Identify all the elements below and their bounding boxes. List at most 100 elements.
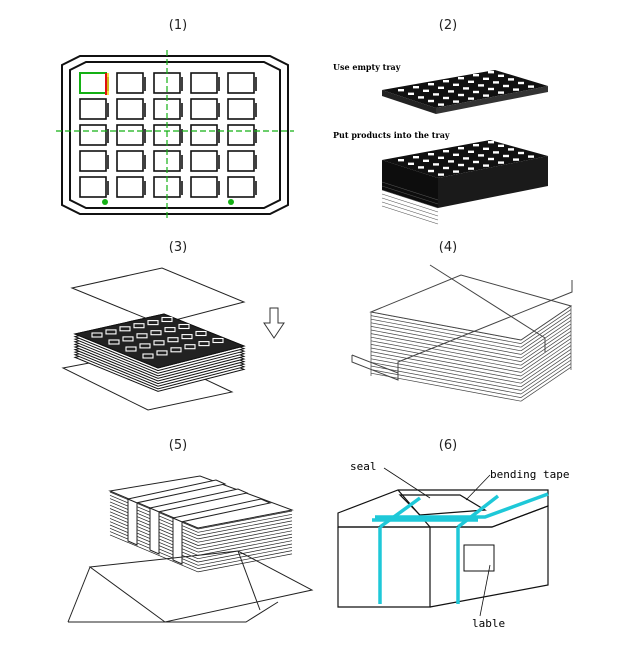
strap-band-top bbox=[171, 498, 272, 523]
tray-hole bbox=[493, 151, 499, 154]
stack-cell bbox=[133, 323, 145, 329]
stack-line-front bbox=[370, 340, 522, 370]
tray-hole bbox=[498, 144, 504, 147]
shipping-box bbox=[67, 550, 314, 623]
tray-cell bbox=[227, 72, 255, 94]
tray-hole bbox=[503, 84, 509, 88]
stack-cell bbox=[142, 353, 154, 359]
tray-hole bbox=[408, 162, 414, 165]
stack-cell bbox=[164, 327, 176, 333]
stack-layer-line bbox=[381, 193, 439, 213]
stack-line-front bbox=[370, 369, 522, 398]
tray-cell bbox=[227, 124, 255, 146]
stack-line-front bbox=[370, 365, 522, 395]
tray-hole bbox=[423, 159, 429, 162]
tray-hole bbox=[498, 91, 504, 94]
tray-hole bbox=[488, 141, 494, 144]
tray-hole bbox=[423, 89, 429, 92]
tray-hole bbox=[483, 147, 489, 150]
step-2-label: (2) bbox=[438, 18, 458, 33]
stack-line-side bbox=[520, 316, 572, 352]
tray-cell bbox=[190, 98, 218, 120]
tray-hole bbox=[488, 157, 494, 161]
stack-line-side bbox=[197, 527, 293, 546]
label-use-empty-tray: Use empty tray bbox=[333, 62, 401, 72]
tray-cell bbox=[116, 176, 144, 198]
stack-line-side bbox=[197, 533, 293, 553]
tray-cell bbox=[190, 72, 218, 94]
stack-cell bbox=[161, 316, 173, 323]
stack-line-side bbox=[520, 352, 572, 388]
tray-hole bbox=[468, 80, 474, 83]
stack-line-side bbox=[520, 345, 572, 380]
callout-lable: lable bbox=[472, 617, 505, 630]
stack-line-front bbox=[370, 329, 522, 359]
tray-cell bbox=[227, 176, 255, 198]
stack-line-side bbox=[520, 312, 572, 348]
label-put-products: Put products into the tray bbox=[333, 130, 450, 140]
tray-hole bbox=[438, 156, 444, 159]
tray-hole bbox=[518, 81, 524, 85]
stack-line-front bbox=[109, 534, 199, 573]
stack-line-side bbox=[197, 553, 293, 573]
tray-foot-right bbox=[228, 199, 234, 205]
stack-cell bbox=[108, 339, 120, 345]
stack-line-side bbox=[197, 530, 293, 550]
step-3-label: (3) bbox=[168, 240, 188, 255]
strap-short bbox=[429, 264, 546, 352]
top-cover-sheet bbox=[70, 267, 246, 325]
tray-hole bbox=[443, 166, 449, 170]
stack-cell bbox=[136, 333, 148, 339]
tray-cell bbox=[79, 176, 107, 198]
tray-hole bbox=[468, 97, 474, 100]
stack-cell bbox=[170, 347, 182, 353]
tray-hole bbox=[443, 96, 449, 100]
tray-hole bbox=[413, 86, 419, 89]
tray-hole bbox=[473, 160, 479, 164]
tray-hole bbox=[498, 161, 504, 164]
tray-cell bbox=[79, 124, 107, 146]
tray-cell bbox=[190, 124, 218, 146]
stack-line-front bbox=[370, 336, 522, 366]
tray-hole bbox=[488, 87, 494, 91]
tray-hole bbox=[433, 163, 439, 166]
tray-hole bbox=[478, 154, 484, 157]
stack-line-side bbox=[520, 334, 572, 370]
tray-hole bbox=[448, 90, 454, 93]
tray-hole bbox=[398, 89, 404, 92]
tray-hole bbox=[438, 173, 444, 176]
tray-hole bbox=[468, 167, 474, 170]
stack-cell bbox=[153, 340, 165, 346]
tray-hole bbox=[453, 100, 459, 103]
stack-cell bbox=[156, 350, 168, 356]
stack-line-side bbox=[520, 348, 572, 384]
tray-hole bbox=[443, 80, 449, 83]
tray-hole bbox=[513, 158, 519, 161]
stack-line-side bbox=[197, 513, 293, 533]
tray-hole bbox=[508, 148, 514, 151]
tray-hole bbox=[498, 74, 504, 77]
tray-hole bbox=[488, 71, 494, 74]
tray-hole bbox=[443, 150, 449, 153]
tray-cell bbox=[79, 150, 107, 172]
tray-hole bbox=[458, 77, 464, 80]
tray-hole bbox=[428, 83, 434, 86]
stack-line-side bbox=[197, 537, 293, 556]
stack-line-front bbox=[370, 358, 522, 388]
filled-tray bbox=[381, 140, 548, 225]
stack-cell bbox=[150, 330, 162, 336]
tray-hole bbox=[468, 150, 474, 153]
empty-tray bbox=[382, 70, 548, 114]
strap-long bbox=[351, 280, 573, 374]
stack-line-front bbox=[370, 362, 522, 391]
stack-line-side bbox=[197, 540, 293, 560]
tray-hole bbox=[458, 163, 464, 167]
stack-line-front bbox=[370, 347, 522, 377]
tray-hole bbox=[398, 159, 404, 162]
tray-hole bbox=[438, 86, 444, 89]
tray-hole bbox=[508, 78, 514, 81]
tray-cell bbox=[190, 176, 218, 198]
stack-line-front bbox=[370, 351, 522, 380]
tray-hole bbox=[528, 85, 534, 88]
